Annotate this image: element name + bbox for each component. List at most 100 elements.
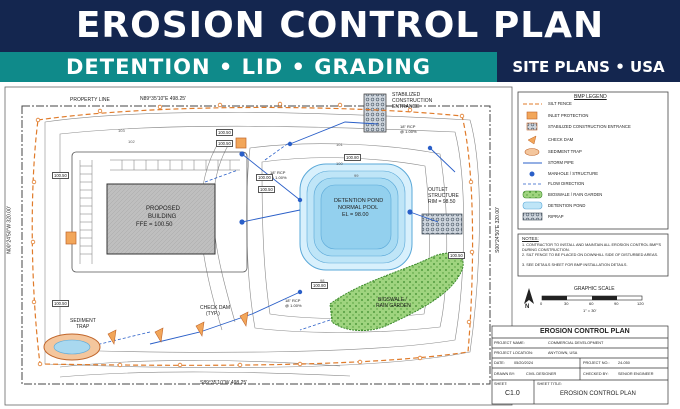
tb-project-no: 24-050 (618, 361, 630, 365)
note-2: 2. SILT FENCE TO BE PLACED ON DOWNHILL S… (522, 253, 659, 257)
bearing-right: S00°24'50"E 320.00' (494, 207, 501, 253)
tb-sheet-title-label: SHEET TITLE: (537, 382, 562, 386)
manholes (239, 141, 433, 295)
page-title: EROSION CONTROL PLAN (75, 5, 605, 46)
spot-elev-2: 100.50 (216, 140, 233, 147)
tb-title: EROSION CONTROL PLAN (540, 328, 630, 335)
subtitle-right: SITE PLANS • USA (512, 58, 665, 76)
contour-label-1: 103 (118, 128, 125, 133)
notes-title: NOTES: (522, 236, 539, 241)
check-dams (107, 311, 249, 345)
building-label-1: PROPOSED (146, 206, 181, 212)
legend-manhole: MANHOLE / STRUCTURE (548, 171, 599, 176)
spot-elev-8: 100.80 (311, 282, 328, 289)
outlet-label-1: OUTLET (428, 187, 448, 193)
legend-bioswale: BIOSWALE / RAIN GARDEN (548, 192, 603, 197)
tb-sheet-label: SHEET: (494, 382, 508, 386)
legend-detention-pond: DETENTION POND (548, 203, 586, 208)
spot-elev-7: 100.80 (344, 154, 361, 161)
subtitle-band-right: SITE PLANS • USA (497, 52, 680, 82)
parking-lot (71, 151, 248, 273)
tb-sheet: C1.0 (505, 390, 520, 397)
spot-elev-3: 100.50 (52, 172, 69, 179)
silt-fence (30, 101, 475, 368)
rcp-label-c: 18" RCP (400, 124, 416, 129)
subtitle-band-left: DETENTION • LID • GRADING (0, 52, 497, 82)
bearing-top: N89°35'10"E 498.25' (140, 96, 186, 102)
bearing-bottom: S89°35'10"W 498.25' (200, 380, 248, 386)
scale-title: GRAPHIC SCALE (574, 286, 615, 292)
scale-tick-90: 90 (614, 301, 619, 306)
spot-elev-6: 100.50 (52, 300, 69, 307)
contour-label-6: 98 (320, 278, 325, 283)
rcp-label-a: 18" RCP (270, 170, 286, 175)
scale-tick-30: 30 (564, 301, 569, 306)
contour-label-2: 102 (128, 139, 135, 144)
sediment-trap-label-1: SEDIMENT (70, 318, 96, 324)
legend-box (517, 91, 669, 230)
notes-box (517, 233, 669, 277)
sediment-trap-label-2: TRAP (76, 324, 90, 330)
subtitle-left: DETENTION • LID • GRADING (65, 55, 432, 79)
contour-label-5: 99 (354, 173, 359, 178)
legend-riprap: RIPRAP (548, 214, 564, 219)
rcp-label-f: @ 1.00% (285, 303, 302, 308)
flow-arrows (99, 141, 331, 345)
building-label-3: FFE = 100.50 (136, 222, 173, 228)
note-3: 3. SEE DETAILS SHEET FOR BMP INSTALLATIO… (522, 263, 628, 267)
header-banner: EROSION CONTROL PLAN (0, 0, 680, 52)
property-line (21, 105, 491, 385)
pond-label-3: EL = 98.00 (342, 212, 369, 218)
bioswale (329, 252, 464, 331)
tb-drawn-by-label: DRAWN BY: (494, 372, 516, 376)
proposed-building (106, 183, 216, 255)
tb-sheet-title: EROSION CONTROL PLAN (560, 391, 636, 397)
legend-flow-direction: FLOW DIRECTION (548, 181, 585, 186)
tb-checked-by-label: CHECKED BY: (583, 372, 609, 376)
entrance-label: STABILIZED CONSTRUCTION ENTRANCE (392, 92, 433, 110)
graphic-scale-bar (541, 295, 643, 301)
scale-tick-0: 0 (540, 301, 543, 306)
outlet-label-3: RIM = 98.50 (428, 199, 456, 205)
bioswale-label-2: RAIN GARDEN (376, 303, 411, 309)
legend-silt-fence: SILT FENCE (548, 101, 572, 106)
inlet-protection-left (65, 231, 77, 245)
legend-inlet-protection: INLET PROTECTION (548, 113, 589, 118)
tb-project-location-label: PROJECT LOCATION: (494, 351, 533, 355)
legend-symbols (522, 103, 543, 221)
rcp-label-e: 18" RCP (285, 298, 301, 303)
bearing-left: N00°24'50"W 320.00' (6, 206, 13, 254)
outlet-riprap (421, 213, 463, 235)
detention-pond (299, 163, 413, 271)
tb-project-location: ANYTOWN, USA (548, 351, 578, 355)
note-1: 1. CONTRACTOR TO INSTALL AND MAINTAIN AL… (522, 243, 661, 252)
scale-ratio: 1" = 30' (583, 308, 597, 313)
spot-elev-4: 100.00 (256, 174, 273, 181)
tb-project-name: COMMERCIAL DEVELOPMENT (548, 341, 604, 345)
building-label-2: BUILDING (148, 214, 177, 220)
check-dam-label-1: CHECK DAM (200, 305, 231, 311)
inlet-protection (235, 137, 247, 149)
north-label: N (525, 304, 530, 310)
legend-title: BMP LEGEND (574, 94, 607, 100)
legend-storm-pipe: STORM PIPE (548, 160, 574, 165)
plan-svg (4, 86, 669, 406)
spot-elev-5: 100.50 (258, 186, 275, 193)
pond-label-1: DETENTION POND (334, 198, 384, 204)
spot-elev-9: 100.50 (448, 252, 465, 259)
construction-entrance (363, 93, 387, 133)
bioswale-label-1: BIOSWALE / (378, 297, 407, 303)
tb-drawn-by: CIVIL DESIGNER (526, 372, 557, 376)
legend-construction-entrance: STABILIZED CONSTRUCTION ENTRANCE (548, 124, 631, 129)
legend-check-dam: CHECK DAM (548, 137, 574, 142)
tb-date: 05/20/2024 (514, 361, 534, 365)
contour-label-3: 101 (336, 142, 343, 147)
check-dam-label-2: (TYP.) (206, 311, 220, 317)
pond-label-2: NORMAL POOL (338, 205, 379, 211)
scale-tick-120: 120 (637, 301, 644, 306)
rcp-label-b: @ 1.00% (270, 175, 287, 180)
property-line-label: PROPERTY LINE (70, 97, 110, 103)
outlet-label-2: STRUCTURE (428, 193, 459, 199)
tb-project-no-label: PROJECT NO.: (583, 361, 610, 365)
tb-date-label: DATE: (494, 361, 505, 365)
